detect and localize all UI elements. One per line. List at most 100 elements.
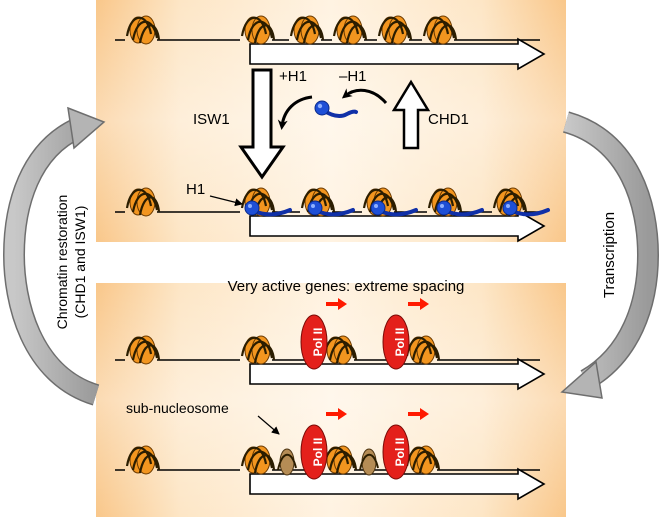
transcription-direction-arrow (408, 298, 429, 310)
nucleosome (125, 445, 161, 475)
dna-wrap (390, 24, 413, 44)
h1-ball (436, 200, 452, 216)
isw1-label: ISW1 (193, 111, 230, 128)
pol-ii-label: Pol II (311, 438, 325, 467)
sub-nucleosome-body (279, 448, 295, 476)
restoration-label-line1: Chromatin restoration (54, 195, 70, 330)
h1-highlight (311, 204, 315, 208)
nucleosome (125, 187, 161, 217)
h1-highlight (440, 204, 444, 208)
dna-wrap (131, 450, 159, 471)
dna-wrap (411, 450, 439, 471)
restoration-label-line2: (CHD1 and ISW1) (72, 206, 88, 319)
minus-h1-label: –H1 (339, 68, 367, 85)
h1-pointer: H1 (186, 181, 243, 207)
dna-wrap (328, 340, 356, 361)
pol-ii: Pol II (300, 408, 347, 480)
dna-wrap (335, 344, 358, 364)
chd1-arrow (391, 79, 431, 150)
dna-wrap (138, 344, 161, 364)
pol-ii-label: Pol II (393, 328, 407, 357)
dna-wrap (300, 188, 328, 209)
dna-wrap (328, 450, 356, 471)
dna-wrap (240, 16, 268, 37)
nucleosome (332, 15, 368, 45)
sub-nucleosome-body (361, 448, 377, 476)
transcription-label-group: Transcription (601, 212, 618, 298)
pol-ii-body (300, 424, 328, 480)
dna-wrap (138, 196, 161, 216)
transcription-direction-arrow (408, 408, 429, 420)
nucleosome (240, 445, 276, 475)
nucleosome (405, 335, 441, 365)
nucleosome (240, 15, 276, 45)
dna-wrap (125, 446, 153, 467)
nucleosome (422, 15, 458, 45)
pol-ii-body (382, 424, 410, 480)
pol-ii: Pol II (300, 298, 347, 370)
chd1-label: CHD1 (428, 111, 469, 128)
dna-wrap (377, 16, 405, 37)
dna-wrap (427, 188, 455, 209)
pol-ii-body (382, 314, 410, 370)
very-active-genes-label: Very active genes: extreme spacing (228, 278, 465, 295)
dna-wrap (498, 192, 526, 213)
dna-wrap (362, 188, 390, 209)
dna-wrap (125, 336, 153, 357)
dna-wrap (125, 188, 153, 209)
dna-wrap (428, 20, 456, 41)
dna-wrap (277, 453, 297, 471)
h1-linker-histone (436, 200, 484, 217)
gene-arrow (249, 37, 546, 71)
transcription-cycle-arrow (560, 111, 660, 399)
dna-wrap (253, 344, 276, 364)
pol-ii: Pol II (382, 298, 429, 370)
dna-wrap (240, 336, 268, 357)
dna-wrap (492, 188, 520, 209)
transcription-direction-arrow (326, 408, 347, 420)
dna-wrap (435, 24, 458, 44)
h1-highlight (374, 204, 378, 208)
nucleosome (322, 445, 358, 475)
h1-linker-histone (502, 200, 550, 217)
dna-wrap (138, 454, 161, 474)
dna-wrap (302, 24, 325, 44)
dna-wrap (240, 446, 268, 467)
nucleosome (405, 445, 441, 475)
dna-wrap (131, 192, 159, 213)
h1-linker-histone (370, 200, 418, 217)
h1-linker-histone (307, 200, 355, 217)
pol-ii-label: Pol II (393, 438, 407, 467)
strand-active: Pol II Pol II (115, 298, 546, 391)
free-h1 (314, 100, 358, 119)
h1-label: H1 (186, 181, 205, 198)
dna-wrap (338, 20, 366, 41)
dna-wrap (418, 344, 441, 364)
pol-ii-body (300, 314, 328, 370)
sub-nucleosome (359, 448, 379, 476)
dna-wrap (418, 454, 441, 474)
gene-arrow (249, 209, 546, 243)
strand-initial (115, 15, 546, 71)
dna-wrap (422, 16, 450, 37)
sub-nucleosome-label: sub-nucleosome (126, 400, 229, 416)
nucleosome (125, 15, 161, 45)
transcription-label: Transcription (601, 212, 618, 298)
dna-wrap (359, 453, 379, 471)
h1-linker-histone (244, 200, 292, 217)
dna-wrap (138, 24, 161, 44)
dna-wrap (253, 454, 276, 474)
dna-wrap (131, 20, 159, 41)
dna-wrap (433, 192, 461, 213)
dna-wrap (289, 16, 317, 37)
strand-sub-nucleosome: Pol II Pol II (115, 408, 546, 501)
dna-wrap (246, 450, 274, 471)
dna-wrap (332, 16, 360, 37)
dna-wrap (253, 24, 276, 44)
sub-nucleosome-pointer: sub-nucleosome (126, 400, 280, 435)
restoration-label: Chromatin restoration (CHD1 and ISW1) (54, 195, 88, 330)
gene-arrow (249, 357, 546, 391)
dna-wrap (295, 20, 323, 41)
